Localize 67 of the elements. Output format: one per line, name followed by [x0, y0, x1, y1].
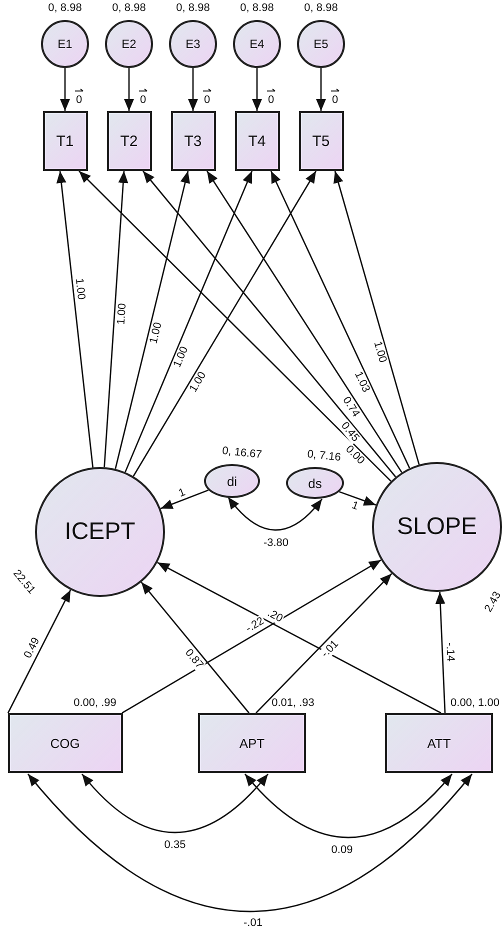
- path-arrow: [142, 170, 396, 478]
- parameter-label: 0, 8.98: [176, 2, 210, 14]
- path-arrow: [188, 68, 198, 111]
- parameter-label: 0, 7.16: [306, 448, 342, 464]
- path-arrow: [435, 592, 446, 714]
- edge-label: -.14: [444, 641, 457, 663]
- parameter-label: 0, 8.98: [304, 2, 338, 14]
- edge-label: 1: [176, 486, 188, 500]
- edge-label: 0.35: [163, 839, 187, 851]
- path-arrow: [160, 489, 209, 510]
- path-arrow: [124, 68, 134, 111]
- path-arrow: [56, 170, 94, 468]
- edge-label: 0: [330, 94, 340, 106]
- path-arrow: [334, 170, 420, 465]
- residual-ellipse: di: [204, 464, 260, 498]
- path-arrow: [339, 491, 376, 506]
- path-arrow: [122, 559, 382, 714]
- path-arrow: [132, 170, 317, 477]
- parameter-label: 0, 8.98: [240, 2, 274, 14]
- path-arrow: [114, 170, 190, 470]
- observed-box: COG: [8, 713, 122, 773]
- latent-circle: E4: [233, 20, 281, 68]
- parameter-label: 0.01, .93: [272, 697, 314, 709]
- residual-ellipse: ds: [286, 467, 344, 499]
- path-arrow: [81, 774, 269, 834]
- edge-label: 0.09: [330, 844, 354, 856]
- parameter-label: 0, 8.98: [48, 2, 82, 14]
- path-arrow: [227, 496, 323, 531]
- parameter-label: 0, 16.67: [222, 444, 262, 462]
- path-arrow: [270, 170, 410, 468]
- latent-circle: SLOPE: [372, 462, 502, 592]
- latent-circle: ICEPT: [35, 467, 165, 597]
- latent-circle: E5: [297, 20, 345, 68]
- edge-label: 0: [266, 94, 276, 106]
- edge-label: 0: [74, 94, 84, 106]
- edge-label: -.01: [242, 917, 264, 929]
- edge-label: 0: [138, 94, 148, 106]
- observed-box: T5: [298, 111, 344, 171]
- observed-box: T2: [106, 111, 152, 171]
- edge-label: 1.00: [72, 276, 88, 302]
- observed-box: T4: [234, 111, 280, 171]
- path-arrow: [256, 573, 392, 714]
- path-arrow: [124, 170, 253, 472]
- edge-label: 0: [202, 94, 212, 106]
- latent-circle: E3: [169, 20, 217, 68]
- path-arrow: [7, 590, 72, 714]
- path-arrow: [140, 582, 250, 714]
- path-arrow: [27, 774, 473, 912]
- path-arrow: [252, 68, 262, 111]
- path-arrow: [244, 774, 453, 838]
- path-arrow: [206, 170, 402, 473]
- observed-box: APT: [198, 713, 306, 773]
- observed-box: T1: [42, 111, 88, 171]
- edge-label: -3.80: [262, 537, 290, 549]
- path-arrow: [60, 68, 70, 111]
- path-arrow: [316, 68, 326, 111]
- latent-circle: E2: [105, 20, 153, 68]
- parameter-label: 0, 8.98: [112, 2, 146, 14]
- latent-circle: E1: [41, 20, 89, 68]
- observed-box: T3: [170, 111, 216, 171]
- parameter-label: 0.00, 1.00: [450, 697, 500, 709]
- edge-label: 1.00: [114, 302, 128, 326]
- path-arrow: [78, 170, 392, 482]
- path-arrow: [104, 170, 128, 468]
- parameter-label: 0.00, .99: [74, 697, 116, 709]
- path-arrow: [157, 562, 442, 714]
- observed-box: ATT: [385, 713, 493, 773]
